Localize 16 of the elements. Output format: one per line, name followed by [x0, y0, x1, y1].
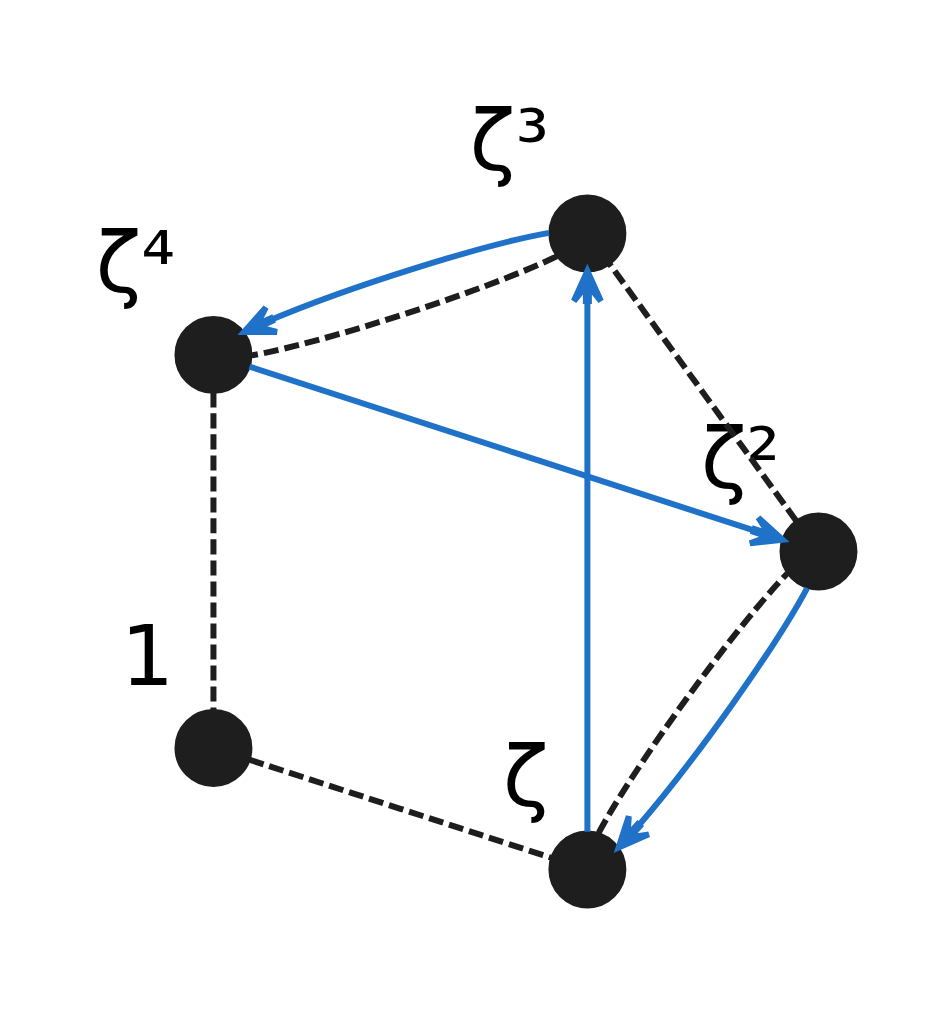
connector — [606, 262, 799, 523]
node-circle — [547, 194, 626, 273]
connector — [595, 571, 789, 835]
connector — [209, 392, 216, 710]
arrow — [240, 229, 550, 335]
arrow — [615, 586, 810, 851]
connector — [250, 253, 558, 359]
node-circle — [779, 512, 857, 591]
node-circle — [174, 709, 252, 787]
node-label: 1 — [120, 606, 174, 705]
node-circle — [174, 315, 252, 394]
node-label: ζ³ — [469, 92, 549, 191]
connector — [247, 756, 552, 861]
node-label: ζ⁴ — [95, 213, 175, 312]
node-label: ζ — [502, 728, 549, 827]
node-circle — [547, 830, 626, 909]
